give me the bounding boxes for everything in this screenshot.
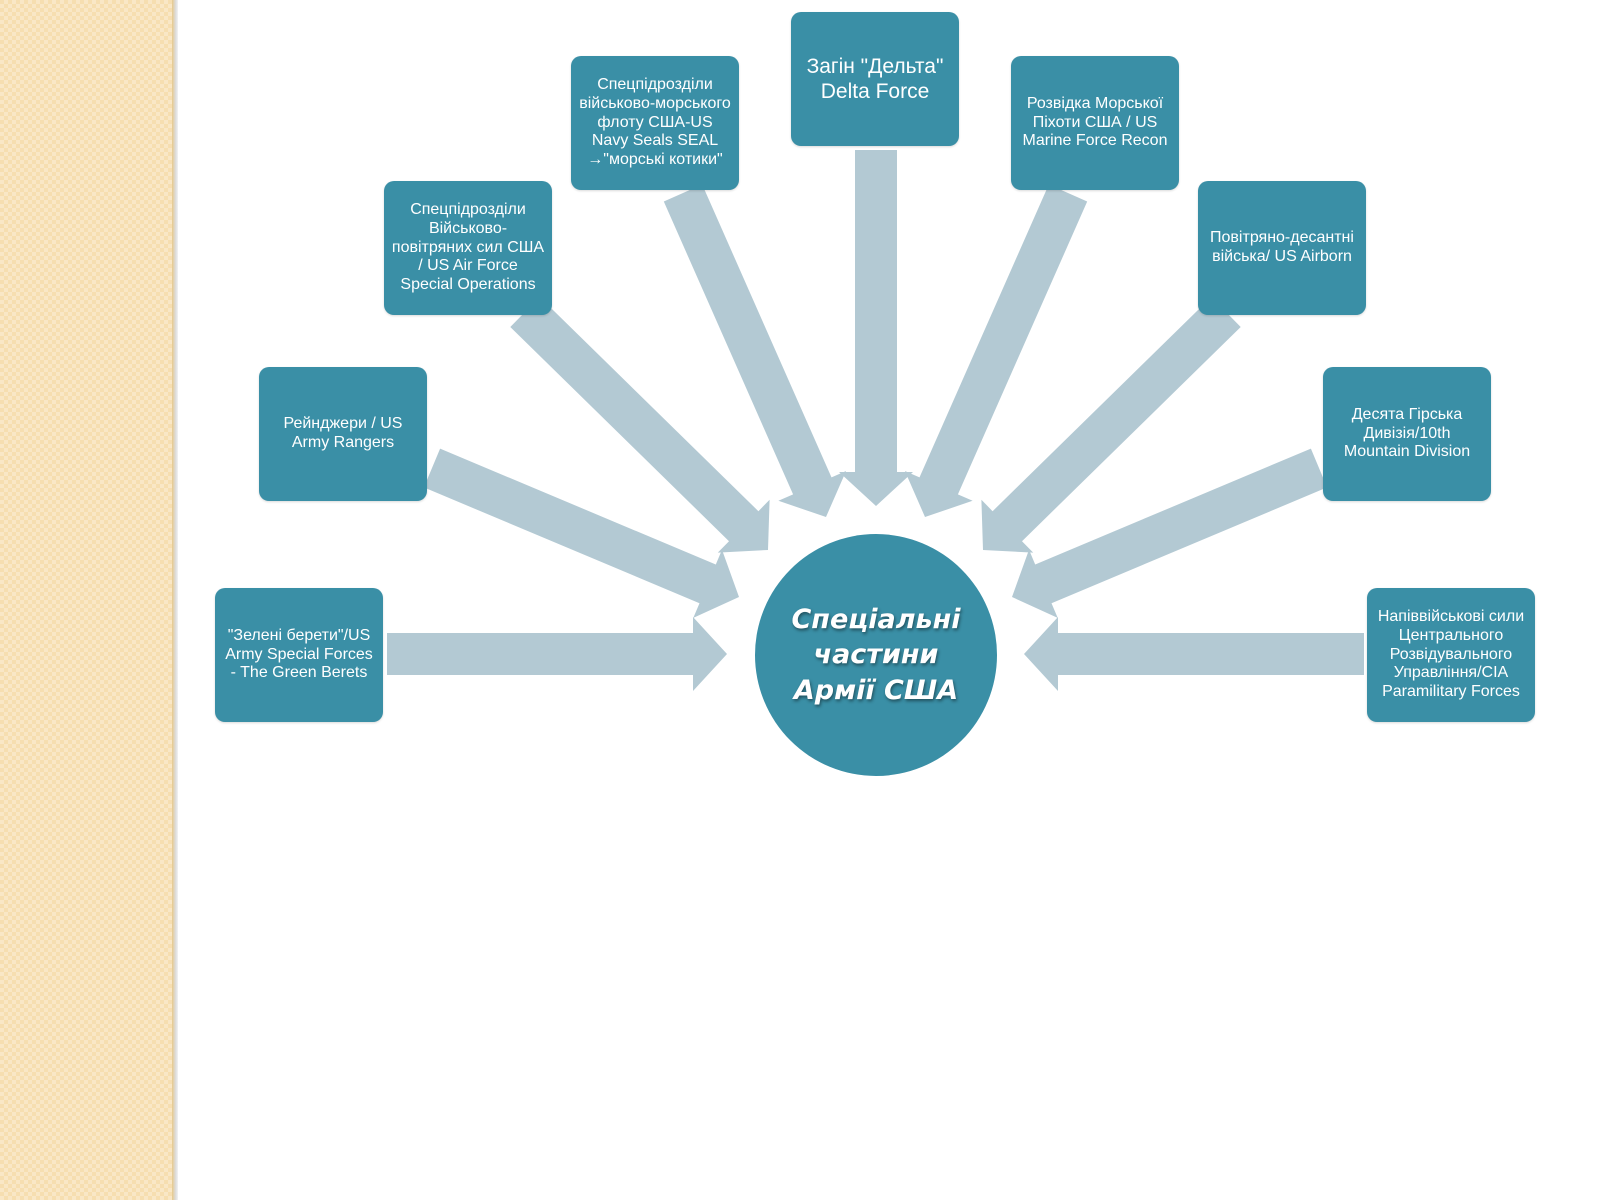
decorative-side-strip <box>0 0 176 1200</box>
center-circle: Спеціальні частини Армії США <box>755 534 997 776</box>
arrow-air-force <box>510 297 770 553</box>
center-label: Спеціальні частини Армії США <box>791 604 961 706</box>
node-rangers: Рейнджери / US Army Rangers <box>259 367 427 501</box>
arrow-mountain-division <box>1012 448 1328 618</box>
node-airborne: Повітряно-десантні війська/ US Airborn <box>1198 181 1366 315</box>
arrow-navy-seals <box>663 184 847 517</box>
node-label-delta-force: Загін "Дельта" Delta Force <box>806 54 944 103</box>
node-navy-seals: Спецпідрозділи військово-морського флоту… <box>571 56 739 190</box>
arrow-delta-force <box>839 150 913 506</box>
node-label-green-berets: "Зелені берети"/US Army Special Forces -… <box>225 626 373 682</box>
arrow-green-berets <box>387 617 727 691</box>
node-cia-paramilitary-forces: Напіввійськові сили Центрального Розвіду… <box>1367 588 1535 722</box>
arrow-airborne <box>981 297 1241 553</box>
arrow-cia <box>1024 617 1364 691</box>
node-label-10th-mountain-division: Десята Гірська Дивізія/10th Mountain Div… <box>1343 405 1471 461</box>
node-label-airborne: Повітряно-десантні війська/ US Airborn <box>1210 229 1354 265</box>
node-label-navy-seals: Спецпідрозділи військово-морського флоту… <box>579 75 731 169</box>
node-label-cia-paramilitary-forces: Напіввійськові сили Центрального Розвіду… <box>1377 607 1525 701</box>
node-label-air-force-special-operations: Спецпідрозділи Військово-повітряних сил … <box>391 200 545 294</box>
arrow-marine-recon <box>904 184 1088 517</box>
node-label-rangers: Рейнджери / US Army Rangers <box>283 415 403 451</box>
node-delta-force: Загін "Дельта" Delta Force <box>791 12 959 146</box>
arrow-rangers <box>423 448 739 618</box>
node-air-force-special-operations: Спецпідрозділи Військово-повітряних сил … <box>384 181 552 315</box>
node-marine-force-recon: Розвідка Морської Піхоти США / US Marine… <box>1011 56 1179 190</box>
node-green-berets: "Зелені берети"/US Army Special Forces -… <box>215 588 383 722</box>
side-strip-edge <box>172 0 178 1200</box>
node-10th-mountain-division: Десята Гірська Дивізія/10th Mountain Div… <box>1323 367 1491 501</box>
node-label-marine-force-recon: Розвідка Морської Піхоти США / US Marine… <box>1022 94 1168 150</box>
